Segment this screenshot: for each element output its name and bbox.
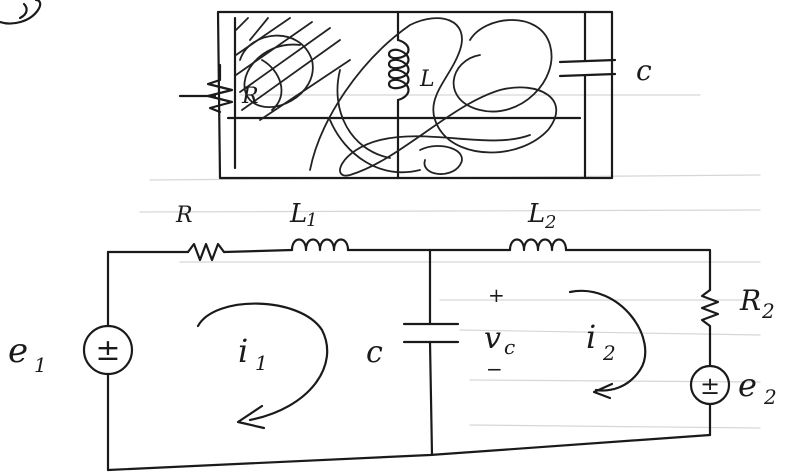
label-i1-subscript: 1 [255,351,268,375]
label-l2: L [527,199,545,229]
loop-arrow-i2-head [592,382,614,400]
sketch-inductor-coil [387,38,410,102]
sketch-capacitor-bottom-plate [558,72,617,78]
loop-arrow-i2 [568,289,647,392]
label-vc-subscript: c [504,335,515,359]
inductor-l2 [508,238,568,252]
label-r2-subscript: 2 [761,299,775,323]
label-e1-subscript: 1 [34,353,47,377]
source-e1-polarity: ± [95,333,120,368]
label-i2: i [586,318,596,356]
top-wire-right [564,248,712,292]
resistor-r [186,242,226,262]
label-vc-minus: − [486,357,503,381]
sketch-label-resistor: R [241,84,259,109]
source-e2-polarity: ± [700,372,720,400]
sketch-frame [216,10,614,180]
label-e2: e [738,366,757,404]
label-l1: L [289,199,307,229]
label-e2-subscript: 2 [763,385,777,409]
sketch-inner-rail [226,16,582,170]
corner-circle-mark [0,0,42,25]
label-e1: e [8,331,28,371]
sketch-scribble-right-loop [452,19,553,113]
bottom-wire [106,433,712,472]
label-l2-subscript: 2 [544,212,556,233]
sketch-resistor [206,63,234,114]
label-vc: v [484,321,501,356]
sketch-scribble-lower [329,69,421,174]
resistor-r2 [700,288,720,368]
inductor-l1 [290,238,350,252]
label-r: R [175,203,193,228]
label-r2: R [739,284,761,317]
wire-r-to-l1 [222,248,294,254]
source-e2-circle [689,364,731,406]
corner-digit-fragment [18,2,28,20]
sketch-scribble-swoosh [309,17,558,177]
label-i2-subscript: 2 [602,341,616,365]
sketch-label-inductor: L [419,67,435,92]
loop-arrow-i1-head [236,404,266,430]
label-l1-subscript: 1 [306,210,317,231]
capacitor-branch-bottom [428,340,434,457]
loop-arrow-i1 [196,302,329,422]
top-sketch: R L c [178,10,652,180]
sketch-scribble-bottom-oval [419,145,463,175]
sketch-label-capacitor: c [636,54,652,87]
main-circuit: ± ± R L 1 L 2 R 2 c e 1 e 2 i 1 i 2 + v … [8,199,777,472]
label-vc-plus: + [488,283,505,307]
paper-bleed-through [139,94,761,429]
source-e1-circle [82,324,134,376]
label-i1: i [238,332,248,370]
sketch-scribble-loops [239,34,314,111]
label-capacitor: c [366,335,383,370]
sketch-capacitor-top-plate [558,58,617,64]
